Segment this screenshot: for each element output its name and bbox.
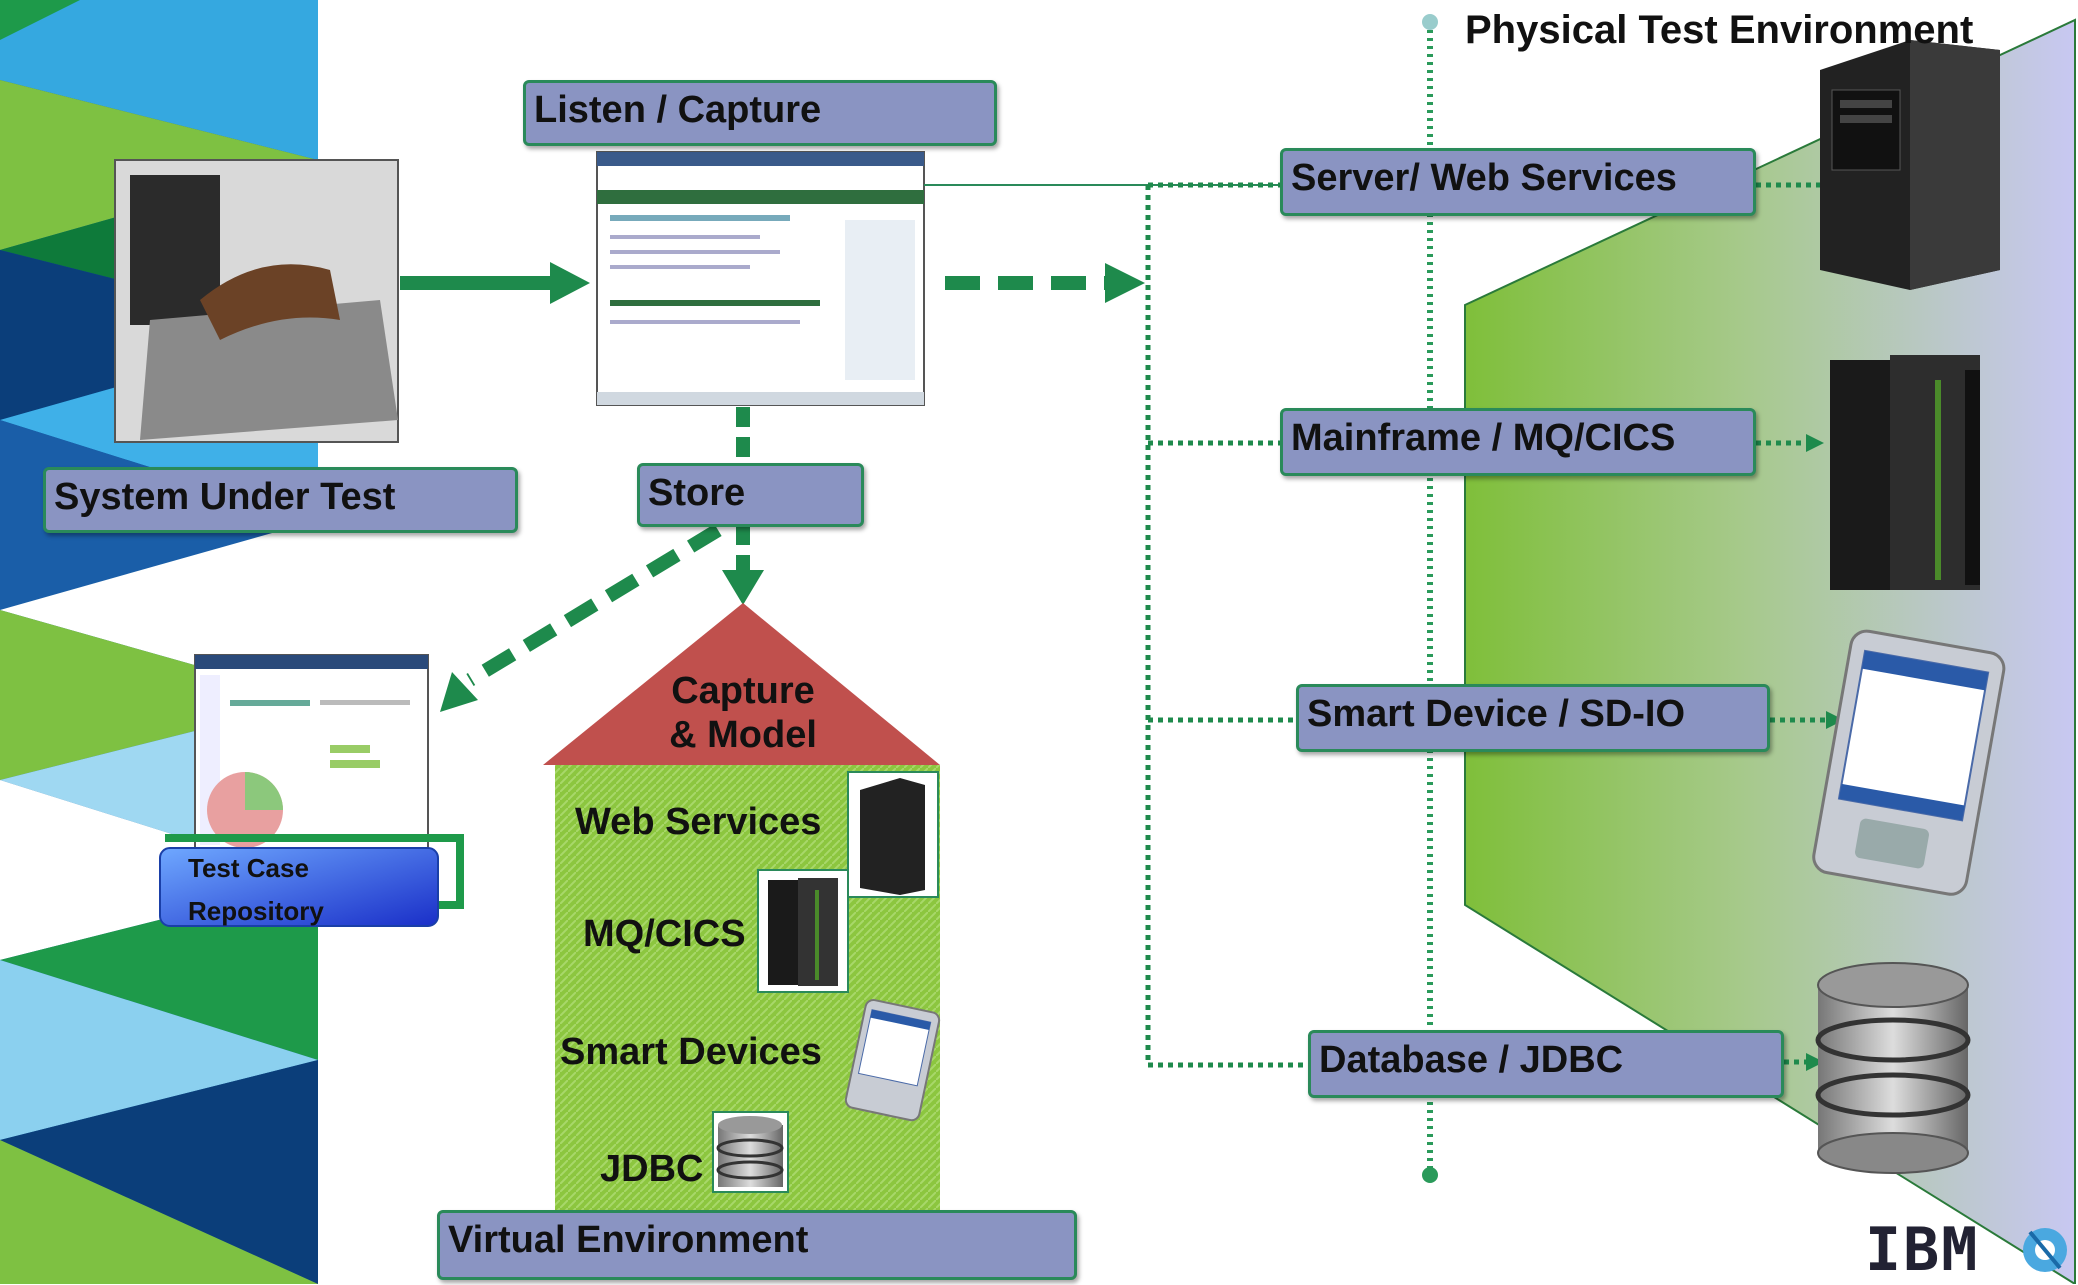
arrow-sut-to-capture-head <box>550 262 590 304</box>
house-server-icon <box>847 771 939 898</box>
server-tower-image <box>1820 40 2000 290</box>
arrow-store-to-house-head <box>722 570 764 605</box>
label-database: Database / JDBC <box>1308 1030 1784 1098</box>
smart-device-image <box>1812 629 2006 896</box>
house-roof-line2: & Model <box>669 713 817 756</box>
database-image <box>1815 962 1971 1174</box>
repository-screenshot <box>194 654 429 856</box>
label-listen-capture: Listen / Capture <box>523 80 997 146</box>
house-mainframe-icon <box>757 869 849 993</box>
house-item-jdbc: JDBC <box>600 1148 704 1190</box>
ibm-globe-icon <box>2023 1228 2067 1272</box>
house-roof-line1: Capture <box>671 670 815 712</box>
divider-bottom-dot <box>1422 1167 1438 1183</box>
label-server-web-services: Server/ Web Services <box>1280 148 1756 216</box>
repository-label-line1: Test Case <box>188 853 309 883</box>
label-mainframe: Mainframe / MQ/CICS <box>1280 408 1756 476</box>
arrow-store-to-repository <box>466 524 722 686</box>
house-item-smart-devices: Smart Devices <box>560 1031 822 1073</box>
laptop-photo <box>114 159 399 443</box>
label-smart-device: Smart Device / SD-IO <box>1296 684 1770 752</box>
house-item-mq-cics: MQ/CICS <box>583 913 746 955</box>
house-item-web-services: Web Services <box>575 801 822 843</box>
label-system-under-test: System Under Test <box>43 467 518 533</box>
mainframe-image <box>1830 355 1980 590</box>
ibm-logo: IBM <box>1865 1215 1980 1285</box>
arrow-capture-to-physical-head <box>1105 263 1145 303</box>
repository-box <box>159 834 464 927</box>
repository-label-line2: Repository <box>188 896 324 926</box>
arrow-store-to-repository-head <box>440 672 478 712</box>
house-roof-title: Capture & Model <box>648 670 838 757</box>
divider-top-dot <box>1422 14 1438 30</box>
label-virtual-environment: Virtual Environment <box>437 1210 1077 1280</box>
house-roof <box>543 603 940 765</box>
house-database-icon <box>712 1111 789 1193</box>
capture-app-screenshot <box>596 151 925 406</box>
label-store: Store <box>637 463 864 527</box>
label-physical-test-environment: Physical Test Environment <box>1465 8 1974 52</box>
dotted-connectors <box>1145 182 1830 1068</box>
house-smart-device-icon <box>844 998 941 1122</box>
